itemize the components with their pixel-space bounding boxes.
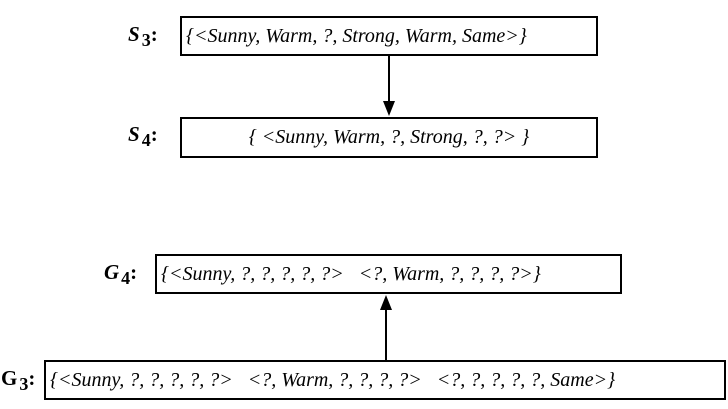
arrow-g3-to-g4-head <box>380 295 392 310</box>
s3-label-letter: S <box>128 22 140 46</box>
g4-label-colon: : <box>130 260 138 284</box>
g4-hypothesis-text: {<Sunny, ?, ?, ?, ?, ?> <?, Warm, ?, ?, … <box>161 262 541 285</box>
g4-hypothesis-box: {<Sunny, ?, ?, ?, ?, ?> <?, Warm, ?, ?, … <box>155 254 622 294</box>
g3-label-colon: : <box>28 366 36 390</box>
s4-label-letter: S <box>128 122 140 146</box>
s3-hypothesis-text: {<Sunny, Warm, ?, Strong, Warm, Same>} <box>186 24 527 47</box>
s3-label-colon: : <box>150 22 158 46</box>
s4-label-colon: : <box>150 122 158 146</box>
arrow-s3-to-s4-head <box>383 101 395 116</box>
g3-hypothesis-box: {<Sunny, ?, ?, ?, ?, ?> <?, Warm, ?, ?, … <box>44 360 726 400</box>
g3-hypothesis-text: {<Sunny, ?, ?, ?, ?, ?> <?, Warm, ?, ?, … <box>50 368 616 391</box>
arrow-s3-to-s4 <box>383 56 395 116</box>
g4-label-subscript: 4 <box>121 268 131 288</box>
s4-hypothesis-text: { <Sunny, Warm, ?, Strong, ?, ?> } <box>248 126 530 148</box>
s4-label-subscript: 4 <box>141 130 151 150</box>
arrow-g3-to-g4 <box>380 295 392 360</box>
g3-label-letter: G <box>1 366 18 390</box>
g3-label-subscript: 3 <box>19 374 29 394</box>
s3-hypothesis-box: {<Sunny, Warm, ?, Strong, Warm, Same>} <box>180 16 598 56</box>
g4-label-letter: G <box>104 260 120 284</box>
s3-label-subscript: 3 <box>141 30 151 50</box>
s4-hypothesis-box: { <Sunny, Warm, ?, Strong, ?, ?> } <box>180 117 598 158</box>
